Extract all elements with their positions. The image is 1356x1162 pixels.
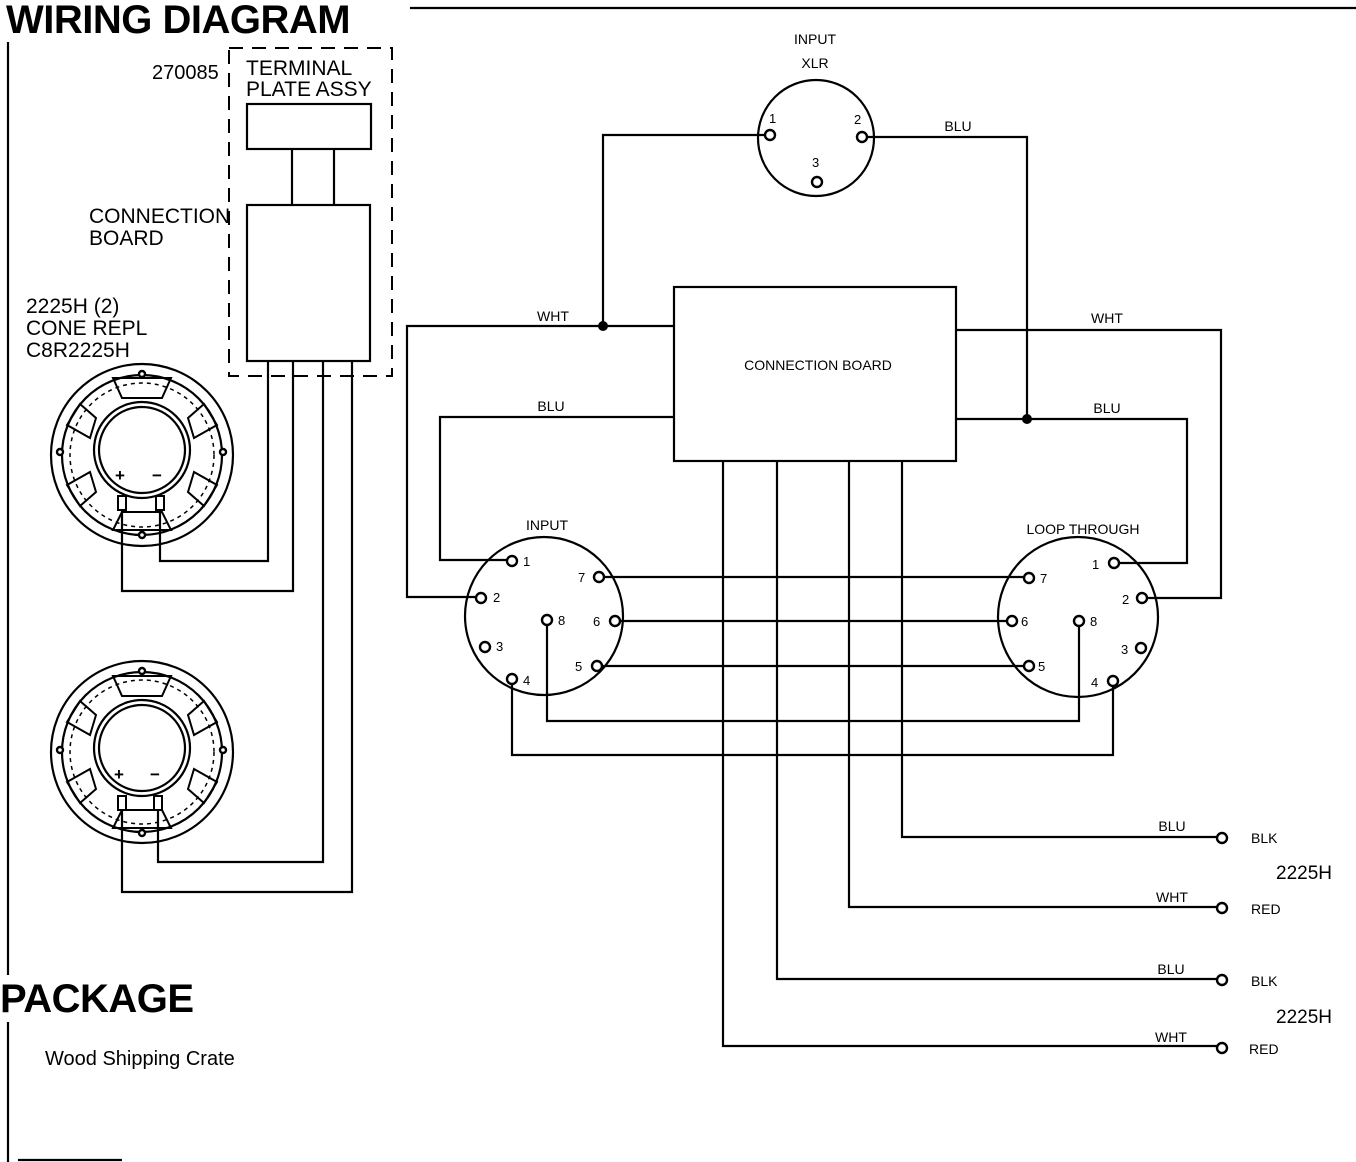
input-pin4-label: 4 xyxy=(523,673,530,688)
output1-terminal-label: BLK xyxy=(1251,830,1278,846)
xlr-pin-3 xyxy=(810,175,824,189)
connection-board xyxy=(672,285,958,463)
loop-pin2-label: 2 xyxy=(1122,592,1129,607)
blu-junction-dot xyxy=(1022,414,1032,424)
wire-label-left-wht: WHT xyxy=(537,308,569,324)
loop-pin1-label: 1 xyxy=(1092,557,1099,572)
loop-through-title: LOOP THROUGH xyxy=(1026,521,1139,537)
connection-board-small xyxy=(245,203,372,363)
speaker-driver-1 xyxy=(49,362,235,548)
schematic-wiring xyxy=(405,133,1223,1048)
driver-wiring xyxy=(120,361,354,894)
input-pin7-label: 7 xyxy=(578,570,585,585)
connection-board-label-line1: CONNECTION xyxy=(89,205,231,228)
driver-model-label-2: 2225H xyxy=(1276,1007,1332,1028)
input-pin5-label: 5 xyxy=(575,659,582,674)
loop-pin7-label: 7 xyxy=(1040,571,1047,586)
wire-label-right-blu: BLU xyxy=(1093,400,1120,416)
wire-label-right-wht: WHT xyxy=(1091,310,1123,326)
speaker-driver-2 xyxy=(49,659,235,845)
terminal-plate-label-line1: TERMINAL xyxy=(246,57,353,80)
input-connector-title: INPUT xyxy=(526,517,568,533)
xlr-pin2-label: 2 xyxy=(854,112,861,127)
xlr-pin3-label: 3 xyxy=(812,155,819,170)
input-pin2-label: 2 xyxy=(493,590,500,605)
connection-board-label: CONNECTION BOARD xyxy=(744,357,892,373)
output2-wire-label: WHT xyxy=(1156,889,1188,905)
wire-label-xlr-blu: BLU xyxy=(944,118,971,134)
loop-pin6-label: 6 xyxy=(1021,614,1028,629)
connection-board-label-line2: BOARD xyxy=(89,227,164,250)
output4-terminal-label: RED xyxy=(1249,1041,1279,1057)
speaker1-plus: + xyxy=(115,466,125,485)
loop-through-connector xyxy=(996,535,1160,699)
wiring-diagram-heading: WIRING DIAGRAM xyxy=(6,0,351,42)
terminal-plate-label-line2: PLATE ASSY xyxy=(246,78,372,101)
driver-label-line3: C8R2225H xyxy=(26,339,130,362)
part-number-label: 270085 xyxy=(152,62,219,84)
input-connector xyxy=(463,535,625,697)
terminal-plate-assembly xyxy=(228,47,393,377)
xlr-pin-1 xyxy=(763,128,777,142)
wire-label-left-blu: BLU xyxy=(537,398,564,414)
output4-wire-label: WHT xyxy=(1155,1029,1187,1045)
loop-pin5-label: 5 xyxy=(1038,659,1045,674)
xlr-subtitle: XLR xyxy=(801,55,828,71)
output2-terminal-label: RED xyxy=(1251,901,1281,917)
page-frame xyxy=(6,6,1356,1162)
package-contents: Wood Shipping Crate xyxy=(45,1048,235,1070)
input-pin6-label: 6 xyxy=(593,614,600,629)
xlr-pin1-label: 1 xyxy=(769,111,776,126)
package-heading: PACKAGE xyxy=(0,977,194,1021)
driver-model-label-1: 2225H xyxy=(1276,863,1332,884)
input-pin3-label: 3 xyxy=(496,639,503,654)
speaker2-minus: − xyxy=(150,765,160,784)
loop-pin3-label: 3 xyxy=(1121,642,1128,657)
driver-label-line2: CONE REPL xyxy=(26,317,148,340)
loop-pin4-label: 4 xyxy=(1091,675,1098,690)
output1-wire-label: BLU xyxy=(1158,818,1185,834)
driver-label-line1: 2225H (2) xyxy=(26,295,120,318)
output3-wire-label: BLU xyxy=(1157,961,1184,977)
wht-junction-dot xyxy=(598,321,608,331)
loop-pin8-label: 8 xyxy=(1090,614,1097,629)
input-connector-pins xyxy=(474,554,622,686)
xlr-pin-2 xyxy=(855,130,869,144)
loop-through-pins xyxy=(1005,556,1149,688)
output-terminals xyxy=(1215,831,1229,1055)
input-pin8-label: 8 xyxy=(558,613,565,628)
speaker1-minus: − xyxy=(152,466,162,485)
xlr-title: INPUT xyxy=(794,31,836,47)
terminal-plate xyxy=(245,102,373,151)
speaker2-plus: + xyxy=(114,765,124,784)
input-pin1-label: 1 xyxy=(523,554,530,569)
output3-terminal-label: BLK xyxy=(1251,973,1278,989)
